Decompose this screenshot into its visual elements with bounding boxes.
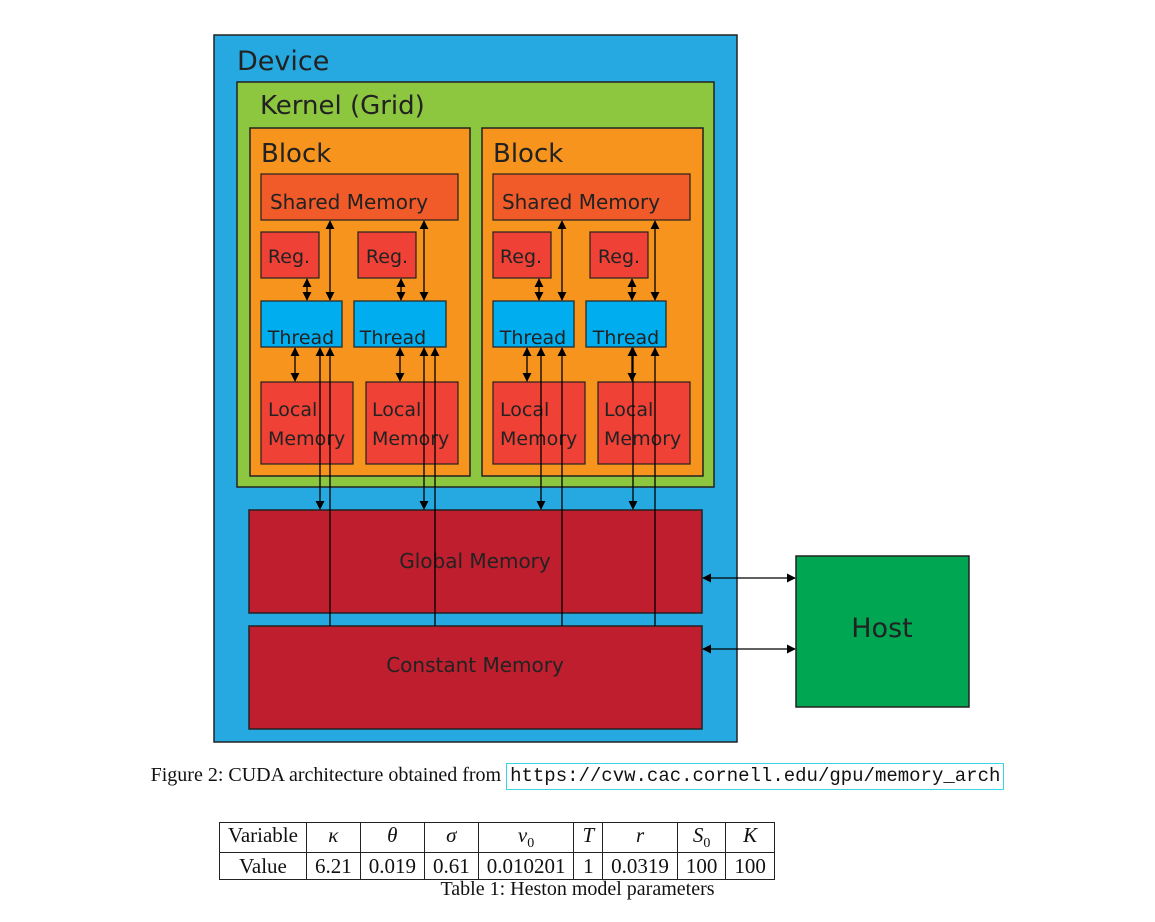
table-cell: 0.0319 (602, 852, 678, 881)
local-memory-2b-line2: Memory (604, 428, 681, 450)
thread-2b-label: Thread (592, 327, 659, 349)
table-cell: 6.21 (305, 852, 361, 881)
figure-caption: Figure 2: CUDA architecture obtained fro… (0, 763, 1155, 790)
thread-1b-label: Thread (359, 327, 426, 349)
block-2-label: Block (493, 139, 563, 169)
global-memory-box (248, 509, 703, 614)
shared-memory-1-box (260, 173, 459, 221)
thread-1a-box (260, 300, 343, 348)
local-memory-2a-line2: Memory (500, 428, 577, 450)
constant-memory-label: Constant Memory (386, 653, 564, 677)
global-memory-label: Global Memory (399, 549, 551, 573)
device-label: Device (237, 46, 329, 77)
thread-2a-box (492, 300, 575, 348)
table-header-cell: K (725, 821, 775, 854)
table-cell: 0.019 (359, 852, 425, 881)
register-1b-label: Reg. (366, 246, 408, 268)
table-header-cell: T (573, 821, 604, 854)
table-header-cell: r (602, 821, 678, 854)
local-memory-1b-line1: Local (372, 399, 421, 421)
thread-1b-box (353, 300, 447, 348)
local-memory-2b-box (597, 381, 691, 465)
table-header-cell: σ (423, 821, 479, 854)
table-cell: 0.010201 (477, 852, 575, 881)
register-1a-box (260, 231, 320, 279)
table-cell: 1 (573, 852, 604, 881)
kernel-label: Kernel (Grid) (260, 91, 425, 121)
register-2b-box (589, 231, 649, 279)
block-1-label: Block (261, 139, 331, 169)
figure-caption-link[interactable]: https://cvw.cac.cornell.edu/gpu/memory_a… (506, 763, 1005, 790)
table-header-row: Variable κ θ σ v0 T r S0 K (219, 821, 775, 854)
local-memory-1b-line2: Memory (372, 428, 449, 450)
table-header-cell: Variable (219, 821, 307, 854)
figure-caption-text: Figure 2: CUDA architecture obtained fro… (150, 764, 507, 786)
connection-arrows (290, 220, 796, 654)
shared-memory-1-label: Shared Memory (270, 190, 428, 214)
cuda-architecture-diagram: Device Kernel (Grid) Block Shared Memory… (213, 34, 970, 743)
table-header-cell: θ (359, 821, 425, 854)
host-label: Host (851, 613, 912, 644)
table-header-cell: κ (305, 821, 361, 854)
table-header-cell: v0 (477, 821, 575, 854)
local-memory-2a-line1: Local (500, 399, 549, 421)
constant-memory-box (248, 625, 703, 730)
local-memory-2a-box (492, 381, 586, 465)
register-1b-box (357, 231, 417, 279)
shared-memory-2-box (492, 173, 691, 221)
thread-2a-label: Thread (499, 327, 566, 349)
thread-2b-box (585, 300, 667, 348)
table-value-row: Value 6.21 0.019 0.61 0.010201 1 0.0319 … (219, 852, 775, 881)
local-memory-1b-box (365, 381, 459, 465)
local-memory-2b-line1: Local (604, 399, 653, 421)
heston-parameters-table: Variable κ θ σ v0 T r S0 K Value 6.21 0.… (219, 821, 775, 881)
thread-1a-label: Thread (267, 327, 334, 349)
shared-memory-2-label: Shared Memory (502, 190, 660, 214)
table-cell: Value (219, 852, 307, 881)
register-1a-label: Reg. (268, 246, 310, 268)
register-2a-label: Reg. (500, 246, 542, 268)
table-caption: Table 1: Heston model parameters (440, 878, 715, 900)
table-cell: 0.61 (423, 852, 479, 881)
local-memory-1a-box (260, 381, 354, 465)
register-2b-label: Reg. (598, 246, 640, 268)
table-header-cell: S0 (676, 821, 727, 854)
host-box (795, 555, 970, 708)
table-cell: 100 (725, 852, 775, 881)
register-2a-box (492, 231, 552, 279)
table-cell: 100 (676, 852, 727, 881)
local-memory-1a-line1: Local (268, 399, 317, 421)
local-memory-1a-line2: Memory (268, 428, 345, 450)
